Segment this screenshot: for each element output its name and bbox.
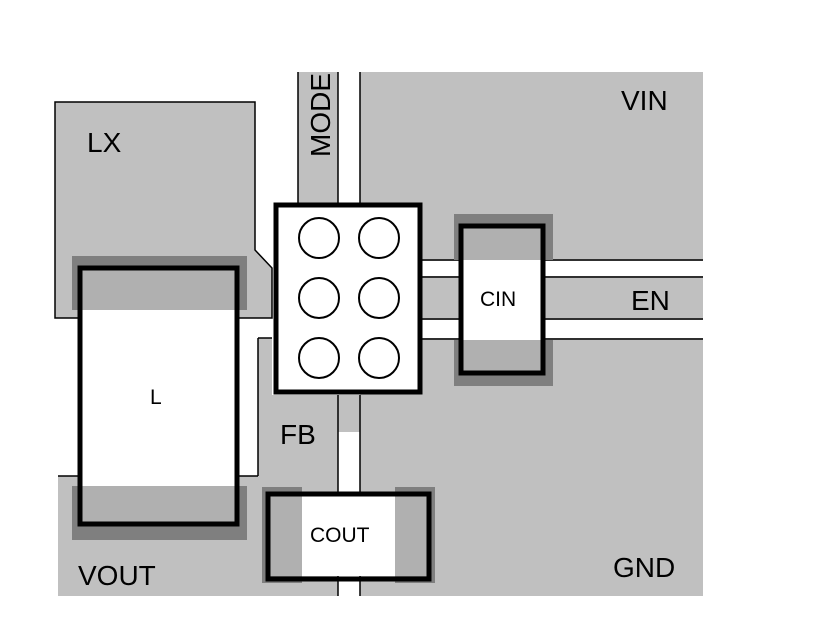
label-mode: MODE bbox=[305, 73, 336, 157]
inductor-outline bbox=[77, 265, 240, 527]
ic-ball-2 bbox=[358, 217, 400, 259]
label-lx: LX bbox=[87, 127, 122, 158]
capacitor-cout bbox=[262, 487, 435, 583]
label-vout: VOUT bbox=[78, 560, 156, 591]
inductor-l bbox=[72, 256, 247, 540]
label-inductor: L bbox=[150, 386, 162, 409]
cout-outline bbox=[265, 491, 432, 582]
mode-trace bbox=[298, 72, 338, 212]
ic-package bbox=[273, 202, 423, 395]
cin-pad-bottom-inner bbox=[463, 340, 542, 372]
label-cin: CIN bbox=[480, 288, 516, 311]
ic-ball-6 bbox=[358, 337, 400, 379]
ic-ball-4 bbox=[358, 277, 400, 319]
label-cout: COUT bbox=[310, 524, 370, 547]
capacitor-cin bbox=[454, 214, 553, 386]
cin-body bbox=[463, 260, 542, 340]
cout-body bbox=[302, 496, 395, 576]
cout-pad-right-inner bbox=[395, 496, 427, 576]
ic-ball-1 bbox=[298, 217, 340, 259]
cout-pad-left-inner bbox=[270, 496, 302, 576]
label-en: EN bbox=[631, 285, 670, 316]
cin-outline bbox=[458, 223, 546, 376]
ic-ball-3 bbox=[298, 277, 340, 319]
inductor-pad-top-inner bbox=[82, 270, 236, 310]
inductor-pad-bottom-inner bbox=[82, 486, 236, 524]
label-vin: VIN bbox=[621, 85, 668, 116]
label-gnd: GND bbox=[613, 552, 675, 583]
inductor-body bbox=[82, 310, 236, 486]
cin-pad-top-inner bbox=[463, 228, 542, 260]
label-fb: FB bbox=[280, 419, 316, 450]
ic-ball-5 bbox=[298, 337, 340, 379]
